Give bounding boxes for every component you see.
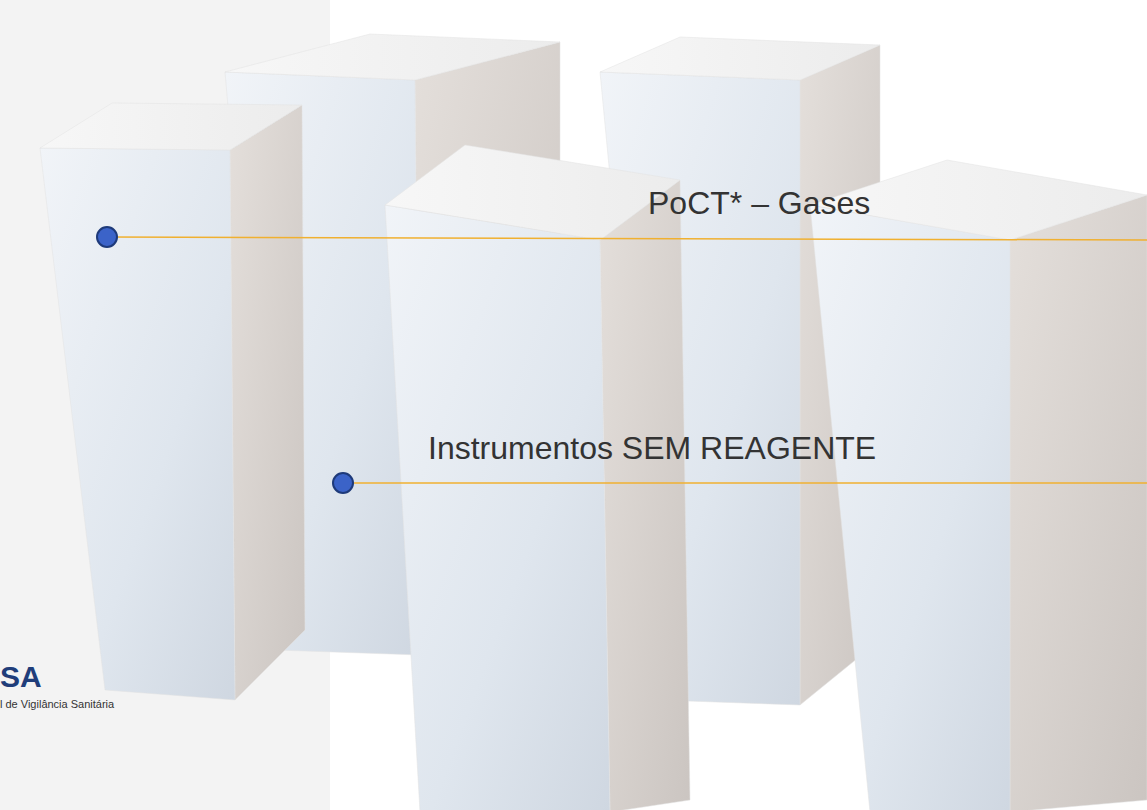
pillar-face	[1010, 195, 1147, 810]
pillar-face	[810, 205, 1010, 810]
logo-subtitle: l de Vigilância Sanitária	[0, 698, 114, 710]
pillars	[40, 34, 1147, 810]
leader-line	[343, 482, 1147, 484]
side-panel	[0, 0, 330, 810]
pillar-face	[40, 103, 302, 150]
pillar-face	[225, 34, 560, 80]
pillar-face	[385, 145, 680, 240]
leader-line	[107, 237, 1147, 240]
marker-dot	[97, 227, 117, 247]
pillar-face	[230, 105, 305, 700]
logo-text: SA	[0, 660, 42, 694]
slide-label: Instrumentos SEM REAGENTE	[428, 430, 876, 467]
pillar-face	[385, 205, 610, 810]
pillar-face	[600, 37, 880, 80]
marker-dot	[333, 473, 353, 493]
pillar-face	[600, 180, 690, 810]
pillar-face	[40, 148, 235, 700]
slide-label: PoCT* – Gases	[648, 185, 870, 222]
